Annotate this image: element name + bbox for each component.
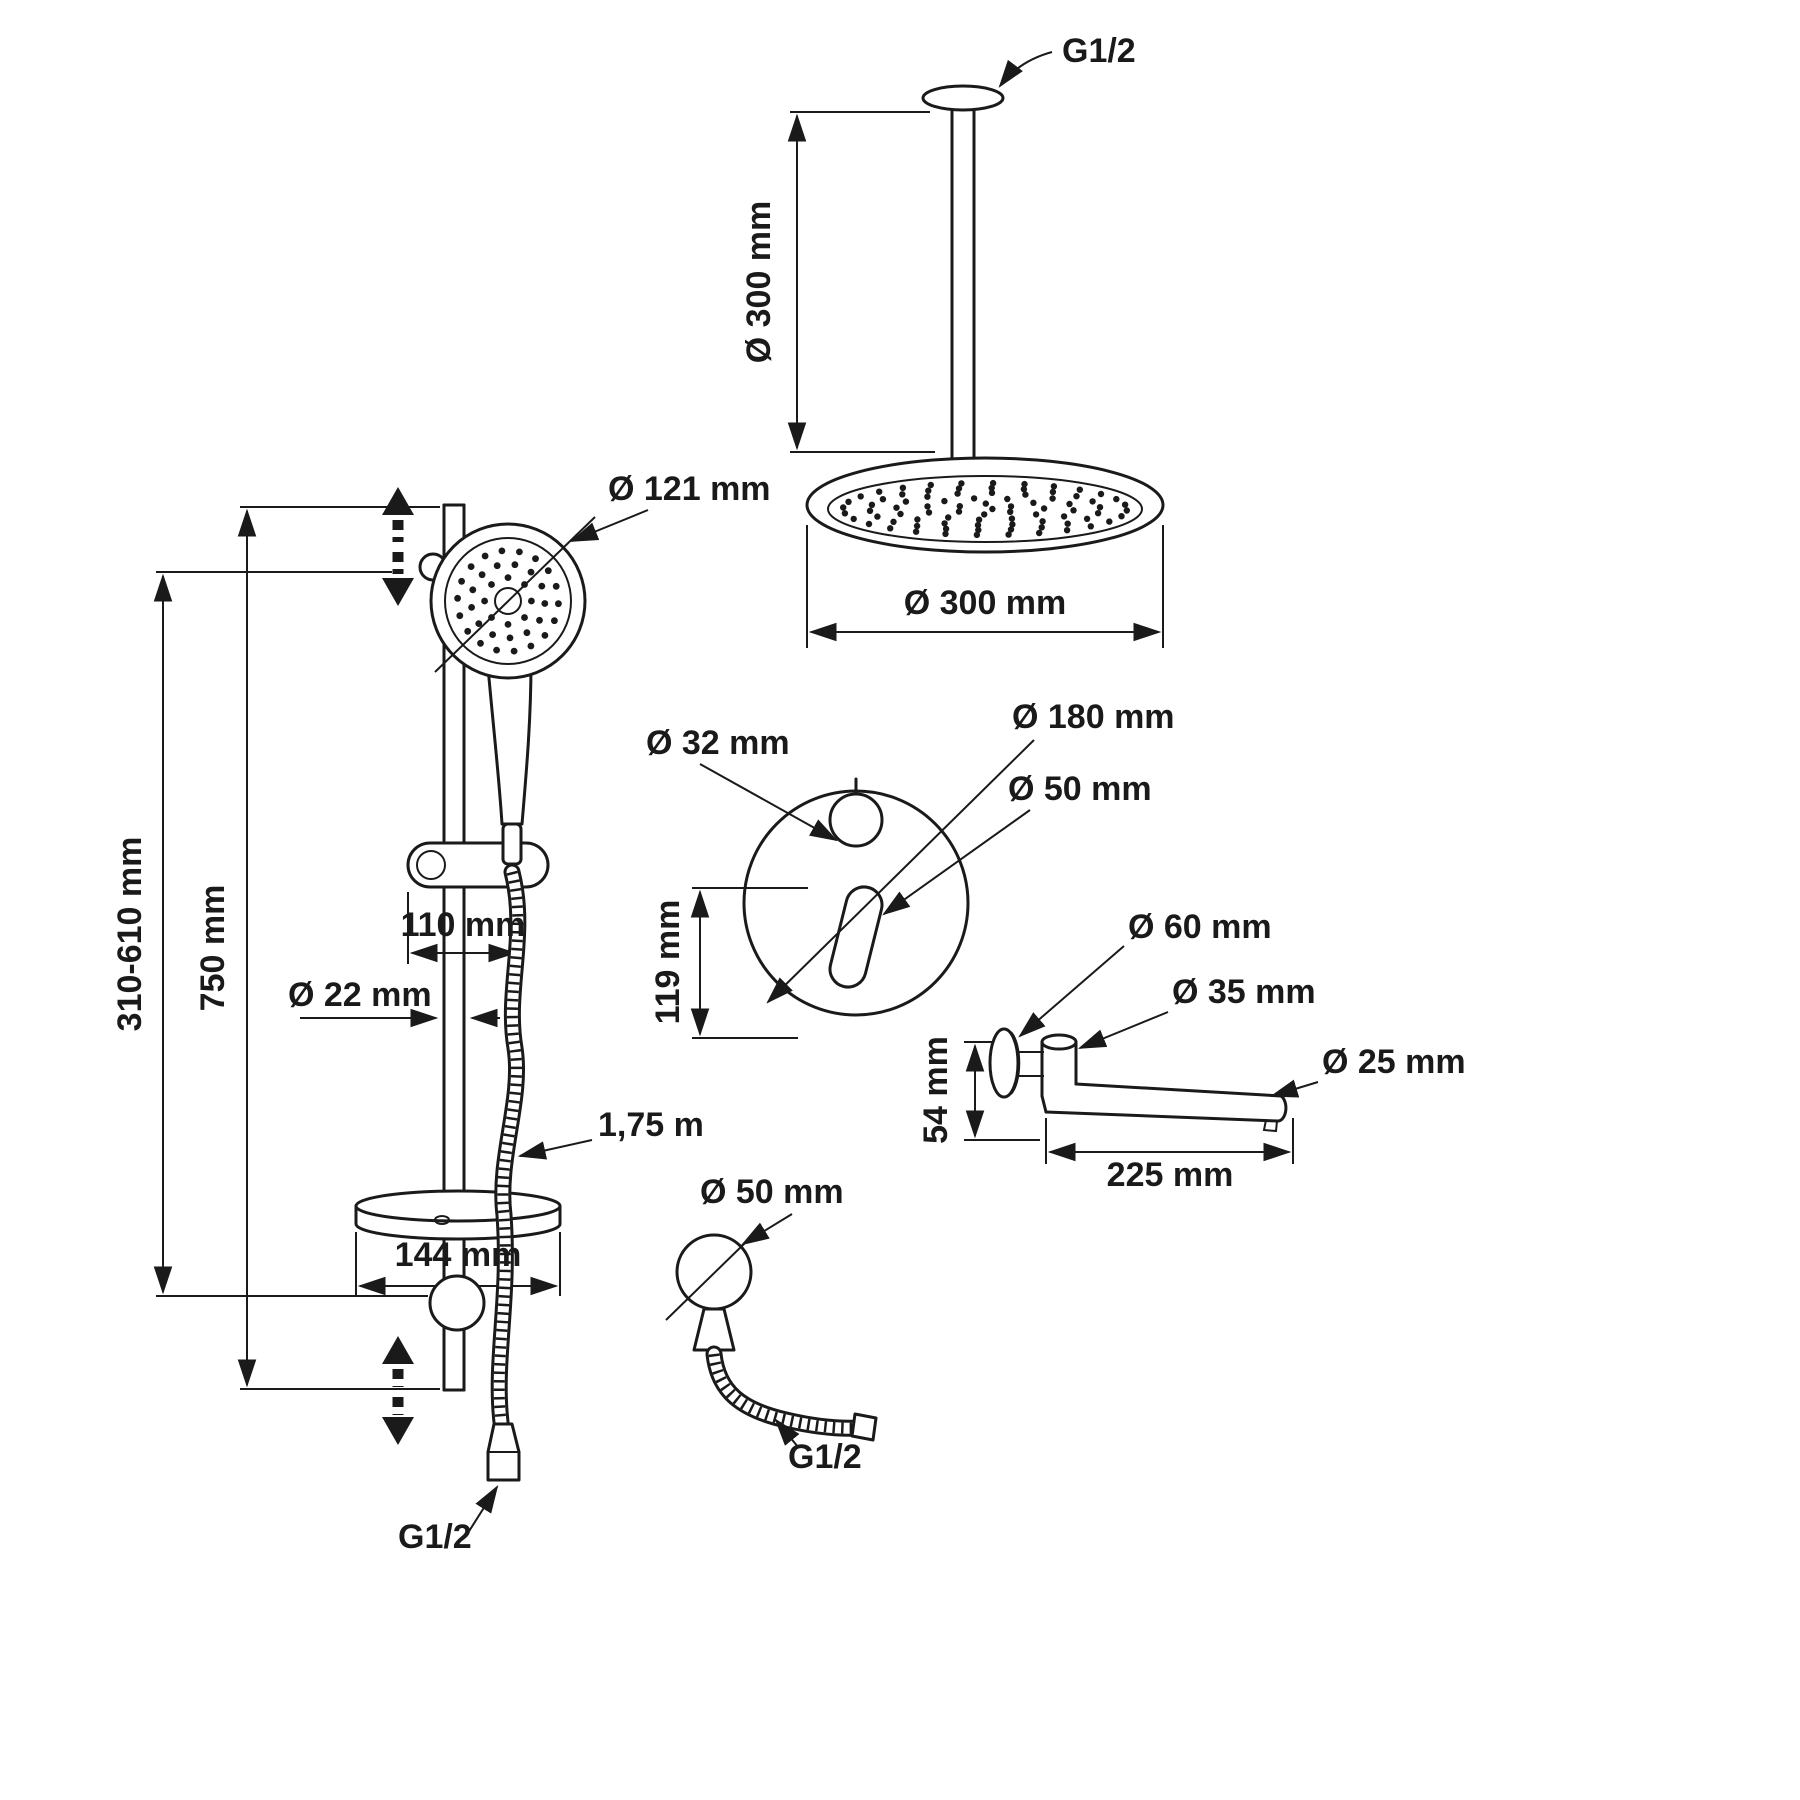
spout-pipe-end	[1276, 1094, 1288, 1123]
label-bar-diameter: Ø 22 mm	[288, 976, 432, 1014]
ceiling-flange	[921, 84, 1005, 112]
hand-shower-handle	[486, 661, 533, 826]
soap-shelf	[354, 1189, 562, 1223]
adjust-arrow-down-icon	[382, 1417, 414, 1445]
label-knob-diameter: Ø 32 mm	[646, 724, 790, 762]
label-lever-diameter: Ø 50 mm	[1008, 770, 1152, 808]
leader-line	[569, 509, 649, 542]
mixer-diverter-knob	[828, 792, 884, 848]
leader-line	[1269, 1079, 1319, 1098]
adjust-arrow-up-icon	[382, 1336, 414, 1364]
rain-head-nozzles	[840, 479, 1131, 539]
label-ceiling-arm-height: Ø 300 mm	[740, 201, 778, 364]
label-outlet-diameter: Ø 50 mm	[700, 1173, 844, 1211]
mixer-figure: Ø 32 mm Ø 180 mm Ø 50 mm 119 mm	[646, 698, 1175, 1039]
label-hand-head-diameter: Ø 121 mm	[608, 470, 771, 508]
label-spout-height: 54 mm	[917, 1036, 955, 1144]
shelf-drain-hole	[434, 1215, 450, 1225]
label-joint-diameter: Ø 35 mm	[1172, 973, 1316, 1011]
hand-shower-face	[444, 537, 572, 665]
slide-bar-figure: Ø 121 mm 310-610 mm 750 mm 110 mm Ø 22 m…	[111, 470, 771, 1556]
adjust-arrow-up-icon	[382, 487, 414, 515]
leader-line	[465, 1485, 499, 1537]
leader-line	[699, 763, 839, 842]
spout-outlet	[1262, 1119, 1278, 1133]
leader-line	[766, 739, 1035, 1004]
wall-outlet-figure: Ø 50 mm G1/2	[665, 1173, 878, 1476]
adjust-arrow-down-icon	[382, 578, 414, 606]
diameter-line	[434, 516, 596, 673]
spout-flange	[988, 1027, 1020, 1099]
label-slider-travel: 310-610 mm	[111, 837, 149, 1032]
diameter-line	[665, 1242, 746, 1321]
leader-line	[774, 1418, 800, 1448]
spout-flange-edge	[1010, 1031, 1021, 1095]
label-bar-height: 750 mm	[194, 885, 232, 1012]
leader-line	[741, 1213, 793, 1246]
label-holder-width: 110 mm	[401, 906, 526, 944]
label-shelf-width: 144 mm	[395, 1236, 522, 1274]
outlet-hose-fitting	[850, 1412, 878, 1442]
label-spout-length: 225 mm	[1107, 1156, 1234, 1194]
hand-shower-center	[494, 587, 522, 615]
label-plate-diameter: Ø 180 mm	[1012, 698, 1175, 736]
label-rain-head-diameter: Ø 300 mm	[904, 584, 1067, 622]
label-ceiling-thread: G1/2	[1062, 32, 1136, 70]
rain-head-face	[827, 475, 1143, 543]
spout-pipe-bottom	[1044, 1110, 1280, 1123]
spout-joint-cap	[1040, 1033, 1078, 1051]
lower-mount-knob	[428, 1274, 486, 1332]
label-pipe-diameter: Ø 25 mm	[1322, 1043, 1466, 1081]
handset-holder	[406, 841, 550, 889]
handle-coupling	[501, 822, 523, 866]
holder-knob	[416, 850, 446, 880]
label-flange-diameter: Ø 60 mm	[1128, 908, 1272, 946]
label-hose-thread: G1/2	[398, 1518, 472, 1556]
label-hose-length: 1,75 m	[598, 1106, 704, 1144]
ceiling-shower-figure: G1/2 Ø 300 mm Ø 300 mm	[740, 32, 1165, 648]
spout-figure: Ø 60 mm Ø 35 mm Ø 25 mm 54 mm 225 mm	[917, 908, 1466, 1194]
leader-line	[882, 809, 1031, 916]
leader-line	[998, 51, 1053, 88]
leader-line	[1018, 945, 1125, 1038]
label-outlet-thread: G1/2	[788, 1438, 862, 1476]
leader-line	[517, 1139, 593, 1160]
outlet-cone	[692, 1307, 736, 1352]
leader-line	[1077, 1011, 1169, 1049]
label-mixer-height: 119 mm	[649, 900, 687, 1025]
spout-pipe-top	[1074, 1082, 1283, 1098]
